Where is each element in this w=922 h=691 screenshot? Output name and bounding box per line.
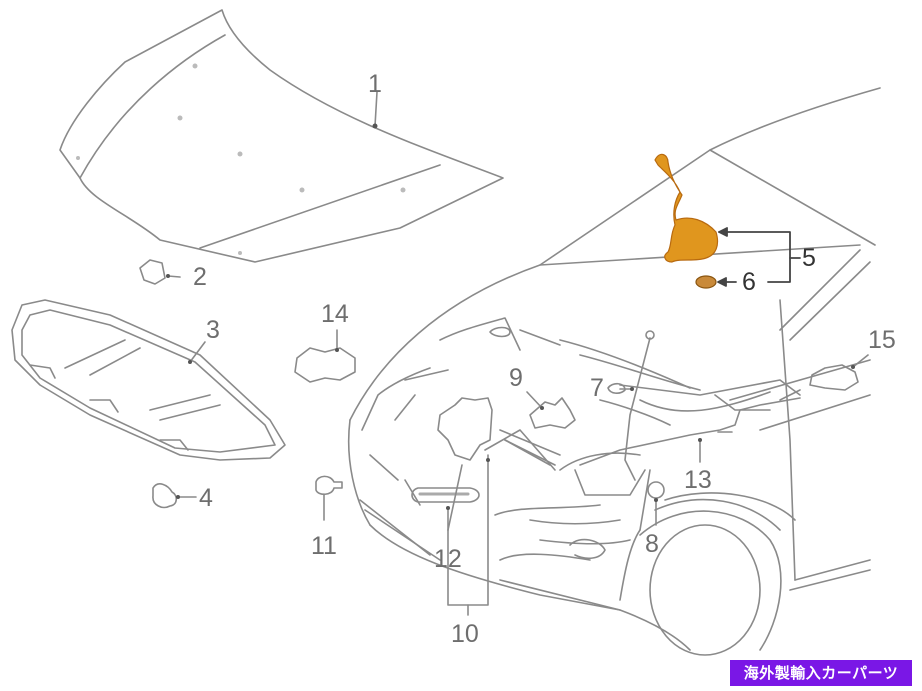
vehicle-outline bbox=[347, 87, 881, 656]
callout-bracket-5-6 bbox=[717, 227, 801, 287]
callout-3: 3 bbox=[206, 316, 220, 344]
insulator-clip bbox=[152, 483, 197, 509]
latch-assembly bbox=[411, 397, 561, 616]
bumper-stop bbox=[315, 475, 343, 521]
callout-13: 13 bbox=[684, 466, 712, 494]
callout-11: 11 bbox=[311, 532, 337, 560]
highlighted-part-6 bbox=[695, 275, 717, 289]
grommet bbox=[647, 481, 665, 526]
callout-10: 10 bbox=[451, 620, 479, 648]
hood-insulator bbox=[11, 299, 286, 461]
release-cable bbox=[579, 397, 801, 466]
hinge-left bbox=[294, 329, 356, 383]
callout-7: 7 bbox=[590, 374, 604, 402]
callout-9: 9 bbox=[509, 364, 523, 392]
hood-panel bbox=[59, 9, 504, 263]
callout-1: 1 bbox=[368, 70, 382, 98]
callout-8: 8 bbox=[645, 530, 659, 558]
highlighted-part-5 bbox=[654, 153, 719, 263]
callout-5: 5 bbox=[802, 244, 816, 272]
callout-4: 4 bbox=[199, 484, 213, 512]
hood-bumper-part bbox=[139, 259, 181, 285]
callout-14: 14 bbox=[321, 300, 349, 328]
hood-latch bbox=[526, 391, 576, 429]
seller-badge: 海外製輸入カーパーツ bbox=[730, 660, 912, 686]
callout-6: 6 bbox=[742, 268, 756, 296]
hinge-right bbox=[809, 354, 869, 391]
callout-12: 12 bbox=[434, 545, 462, 573]
callout-2: 2 bbox=[193, 263, 207, 291]
callout-15: 15 bbox=[868, 326, 896, 354]
hood-prop-rod bbox=[619, 330, 655, 481]
